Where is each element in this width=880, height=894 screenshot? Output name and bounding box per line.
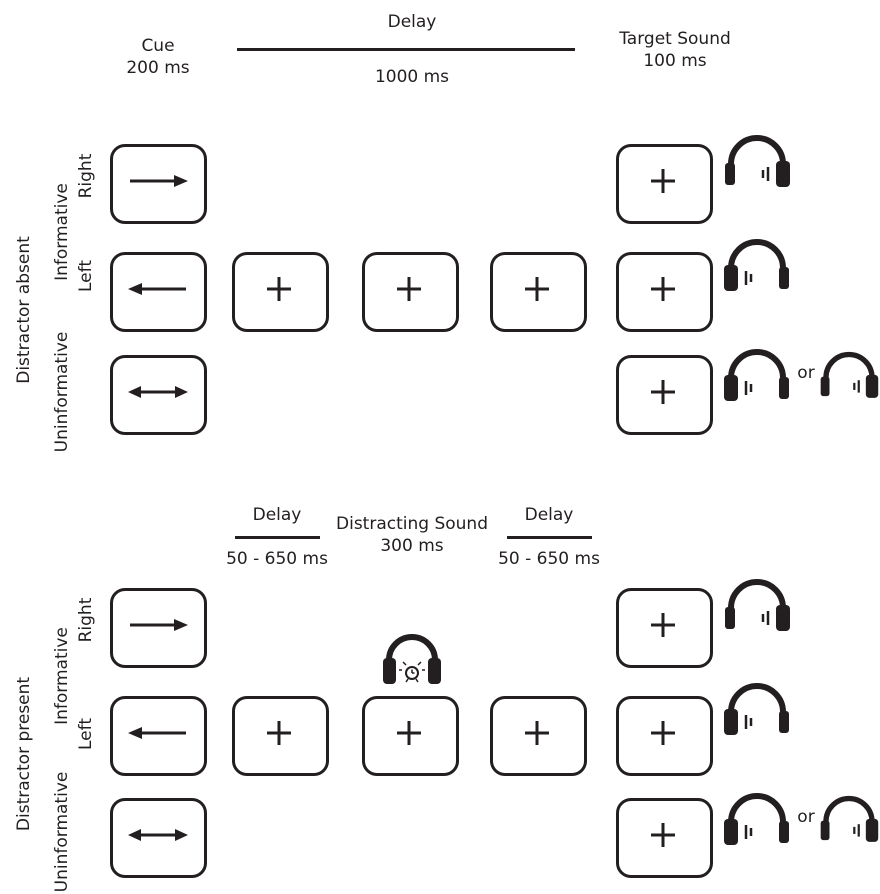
cue-box-uninformative: [110, 798, 207, 878]
delay2-duration: 50 - 650 ms: [498, 549, 600, 569]
uninformative-label-top: Uninformative: [52, 331, 72, 453]
headphones-left-icon: [722, 678, 792, 738]
distracting-sound-duration: 300 ms: [380, 536, 444, 556]
cue-title: Cue: [141, 36, 175, 56]
left-label-bottom: Left: [76, 718, 96, 750]
cue-box-right: [110, 144, 207, 224]
informative-label-bottom: Informative: [52, 627, 72, 725]
headphones-right-icon: [818, 344, 880, 404]
plus-cross-icon: [395, 275, 423, 303]
plus-cross-icon: [265, 275, 293, 303]
fixation-box: [362, 252, 459, 332]
plus-cross-icon: [649, 378, 677, 406]
right-arrow-icon: [128, 617, 190, 633]
cue-box-uninformative: [110, 355, 207, 435]
delay-title: Delay: [387, 12, 437, 32]
plus-cross-icon: [265, 719, 293, 747]
plus-cross-icon: [523, 275, 551, 303]
delay1-title: Delay: [252, 505, 302, 525]
delay2-bar: [507, 536, 592, 539]
headphones-alarm-icon: [381, 630, 443, 686]
headphones-right-icon: [818, 788, 880, 848]
plus-cross-icon: [649, 167, 677, 195]
headphones-right-icon: [722, 130, 792, 190]
delay1-duration: 50 - 650 ms: [226, 549, 328, 569]
headphones-left-icon: [722, 788, 792, 848]
plus-cross-icon: [523, 719, 551, 747]
left-arrow-icon: [126, 725, 188, 741]
fixation-box: [232, 696, 329, 776]
plus-cross-icon: [395, 719, 423, 747]
fixation-box: [490, 696, 587, 776]
plus-cross-icon: [649, 611, 677, 639]
plus-cross-icon: [649, 821, 677, 849]
cue-box-left: [110, 252, 207, 332]
or-label-bottom: or: [797, 807, 815, 827]
right-label-bottom: Right: [76, 597, 96, 643]
fixation-box: [232, 252, 329, 332]
uninformative-label-bottom: Uninformative: [52, 771, 72, 893]
target-box-uninformative: [616, 798, 713, 878]
fixation-box: [490, 252, 587, 332]
headphones-left-icon: [722, 344, 792, 404]
target-box-uninformative: [616, 355, 713, 435]
distractor-box: [362, 696, 459, 776]
target-box-left: [616, 252, 713, 332]
distracting-sound-title: Distracting Sound: [336, 514, 488, 534]
distractor-absent-label: Distractor absent: [14, 236, 34, 384]
cue-box-right: [110, 588, 207, 668]
cue-duration: 200 ms: [126, 58, 190, 78]
headphones-left-icon: [722, 234, 792, 294]
cue-box-left: [110, 696, 207, 776]
target-sound-title: Target Sound: [619, 29, 731, 49]
delay2-title: Delay: [524, 505, 574, 525]
or-label-top: or: [797, 363, 815, 383]
double-arrow-icon: [126, 827, 190, 843]
target-box-left: [616, 696, 713, 776]
target-box-right: [616, 144, 713, 224]
left-label-top: Left: [76, 260, 96, 292]
right-arrow-icon: [128, 173, 190, 189]
distractor-present-label: Distractor present: [14, 676, 34, 832]
plus-cross-icon: [649, 719, 677, 747]
right-label-top: Right: [76, 153, 96, 199]
delay-duration: 1000 ms: [374, 67, 450, 87]
double-arrow-icon: [126, 384, 190, 400]
target-sound-duration: 100 ms: [643, 51, 707, 71]
delay-bar: [237, 48, 575, 51]
target-box-right: [616, 588, 713, 668]
left-arrow-icon: [126, 281, 188, 297]
delay1-bar: [235, 536, 320, 539]
plus-cross-icon: [649, 275, 677, 303]
informative-label-top: Informative: [52, 183, 72, 281]
headphones-right-icon: [722, 574, 792, 634]
